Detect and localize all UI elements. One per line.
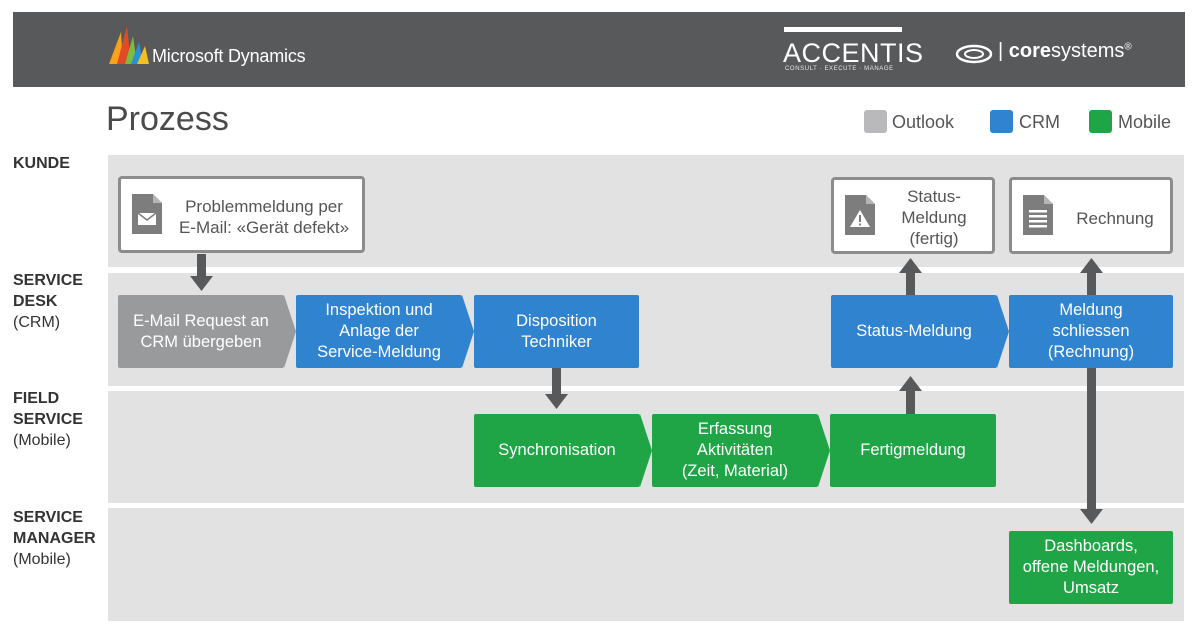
text-document-icon — [1023, 195, 1053, 235]
step-fertigmeldung: Fertigmeldung — [830, 414, 996, 487]
email-request-line-1: E-Mail Request an — [133, 311, 269, 330]
inspektion-line-2: Anlage der — [339, 322, 419, 340]
chevron-right-icon — [284, 295, 296, 368]
step-synchronisation: Synchronisation — [474, 414, 640, 487]
fertigmeldung-label: Fertigmeldung — [860, 441, 966, 459]
meldung-schliessen-line-2: schliessen — [1052, 322, 1130, 340]
lane-label-service-manager: SERVICE MANAGER (Mobile) — [13, 509, 96, 568]
legend-swatch-outlook — [864, 110, 887, 133]
email-request-line-2: CRM übergeben — [140, 332, 262, 351]
inspektion-line-1: Inspektion und — [325, 301, 433, 319]
legend-label-mobile: Mobile — [1118, 112, 1172, 132]
coresystems-wordmark: | coresystems® — [998, 40, 1132, 62]
step-dashboards: Dashboards, offene Meldungen, Umsatz — [1009, 531, 1173, 604]
legend-swatch-mobile — [1089, 110, 1112, 133]
chevron-right-icon — [640, 414, 652, 487]
microsoft-dynamics-wordmark: Microsoft Dynamics — [152, 46, 306, 66]
status-meldung-label: Status-Meldung — [856, 322, 972, 340]
status-box-line-2: Meldung — [901, 208, 967, 227]
lane-label-kunde: KUNDE — [13, 155, 70, 172]
outlook-box-rechnung: Rechnung — [1009, 177, 1173, 254]
lane-label-field-service: FIELD SERVICE (Mobile) — [13, 390, 83, 449]
disposition-line-1: Disposition — [516, 311, 597, 330]
step-status-meldung: Status-Meldung — [831, 295, 997, 368]
meldung-schliessen-line-3: (Rechnung) — [1047, 343, 1135, 361]
accentis-logo-bar — [784, 27, 902, 32]
legend-label-outlook: Outlook — [892, 112, 955, 132]
dashboards-line-3: Umsatz — [1063, 579, 1119, 597]
erfassung-line-3: (Zeit, Material) — [681, 462, 789, 480]
inspektion-line-3: Service-Meldung — [317, 343, 441, 361]
chevron-right-icon — [818, 414, 830, 487]
dashboards-line-1: Dashboards, — [1044, 537, 1138, 555]
coresystems-logo-icon — [955, 44, 993, 64]
lane-label-service-desk: SERVICE DESK (CRM) — [13, 272, 83, 331]
legend-label-crm: CRM — [1019, 112, 1060, 132]
rechnung-label: Rechnung — [1076, 209, 1154, 228]
problemmeldung-line-1: Problemmeldung per — [185, 197, 343, 216]
microsoft-dynamics-logo-icon — [109, 26, 149, 64]
step-disposition: Disposition Techniker — [474, 295, 639, 368]
page-title: Prozess — [106, 100, 229, 138]
problemmeldung-line-2: E-Mail: «Gerät defekt» — [178, 218, 350, 237]
status-box-line-3: (fertig) — [909, 229, 959, 248]
meldung-schliessen-line-1: Meldung — [1059, 301, 1123, 319]
accentis-wordmark: ACCENTIS — [783, 38, 924, 68]
status-box-line-1: Status- — [907, 187, 961, 206]
accentis-tagline: CONSULT · EXECUTE · MANAGE — [785, 66, 894, 72]
step-meldung-schliessen: Meldung schliessen (Rechnung) — [1009, 295, 1173, 368]
chevron-right-icon — [462, 295, 474, 368]
step-email-request: E-Mail Request an CRM übergeben — [118, 295, 284, 368]
outlook-box-problemmeldung: Problemmeldung per E-Mail: «Gerät defekt… — [118, 176, 365, 253]
disposition-line-2: Techniker — [521, 332, 592, 351]
step-inspektion: Inspektion und Anlage der Service-Meldun… — [296, 295, 462, 368]
lane-service-manager — [108, 508, 1184, 621]
step-erfassung: Erfassung Aktivitäten (Zeit, Material) — [652, 414, 818, 487]
outlook-box-status-meldung: Status- Meldung (fertig) — [831, 177, 995, 254]
mail-document-icon — [132, 194, 162, 234]
synchronisation-label: Synchronisation — [498, 441, 616, 459]
chevron-right-icon — [997, 295, 1009, 368]
legend-swatch-crm — [990, 110, 1013, 133]
erfassung-line-1: Erfassung — [697, 420, 773, 438]
warning-document-icon — [845, 195, 875, 235]
erfassung-line-2: Aktivitäten — [696, 441, 774, 459]
dashboards-line-2: offene Meldungen, — [1022, 558, 1160, 576]
